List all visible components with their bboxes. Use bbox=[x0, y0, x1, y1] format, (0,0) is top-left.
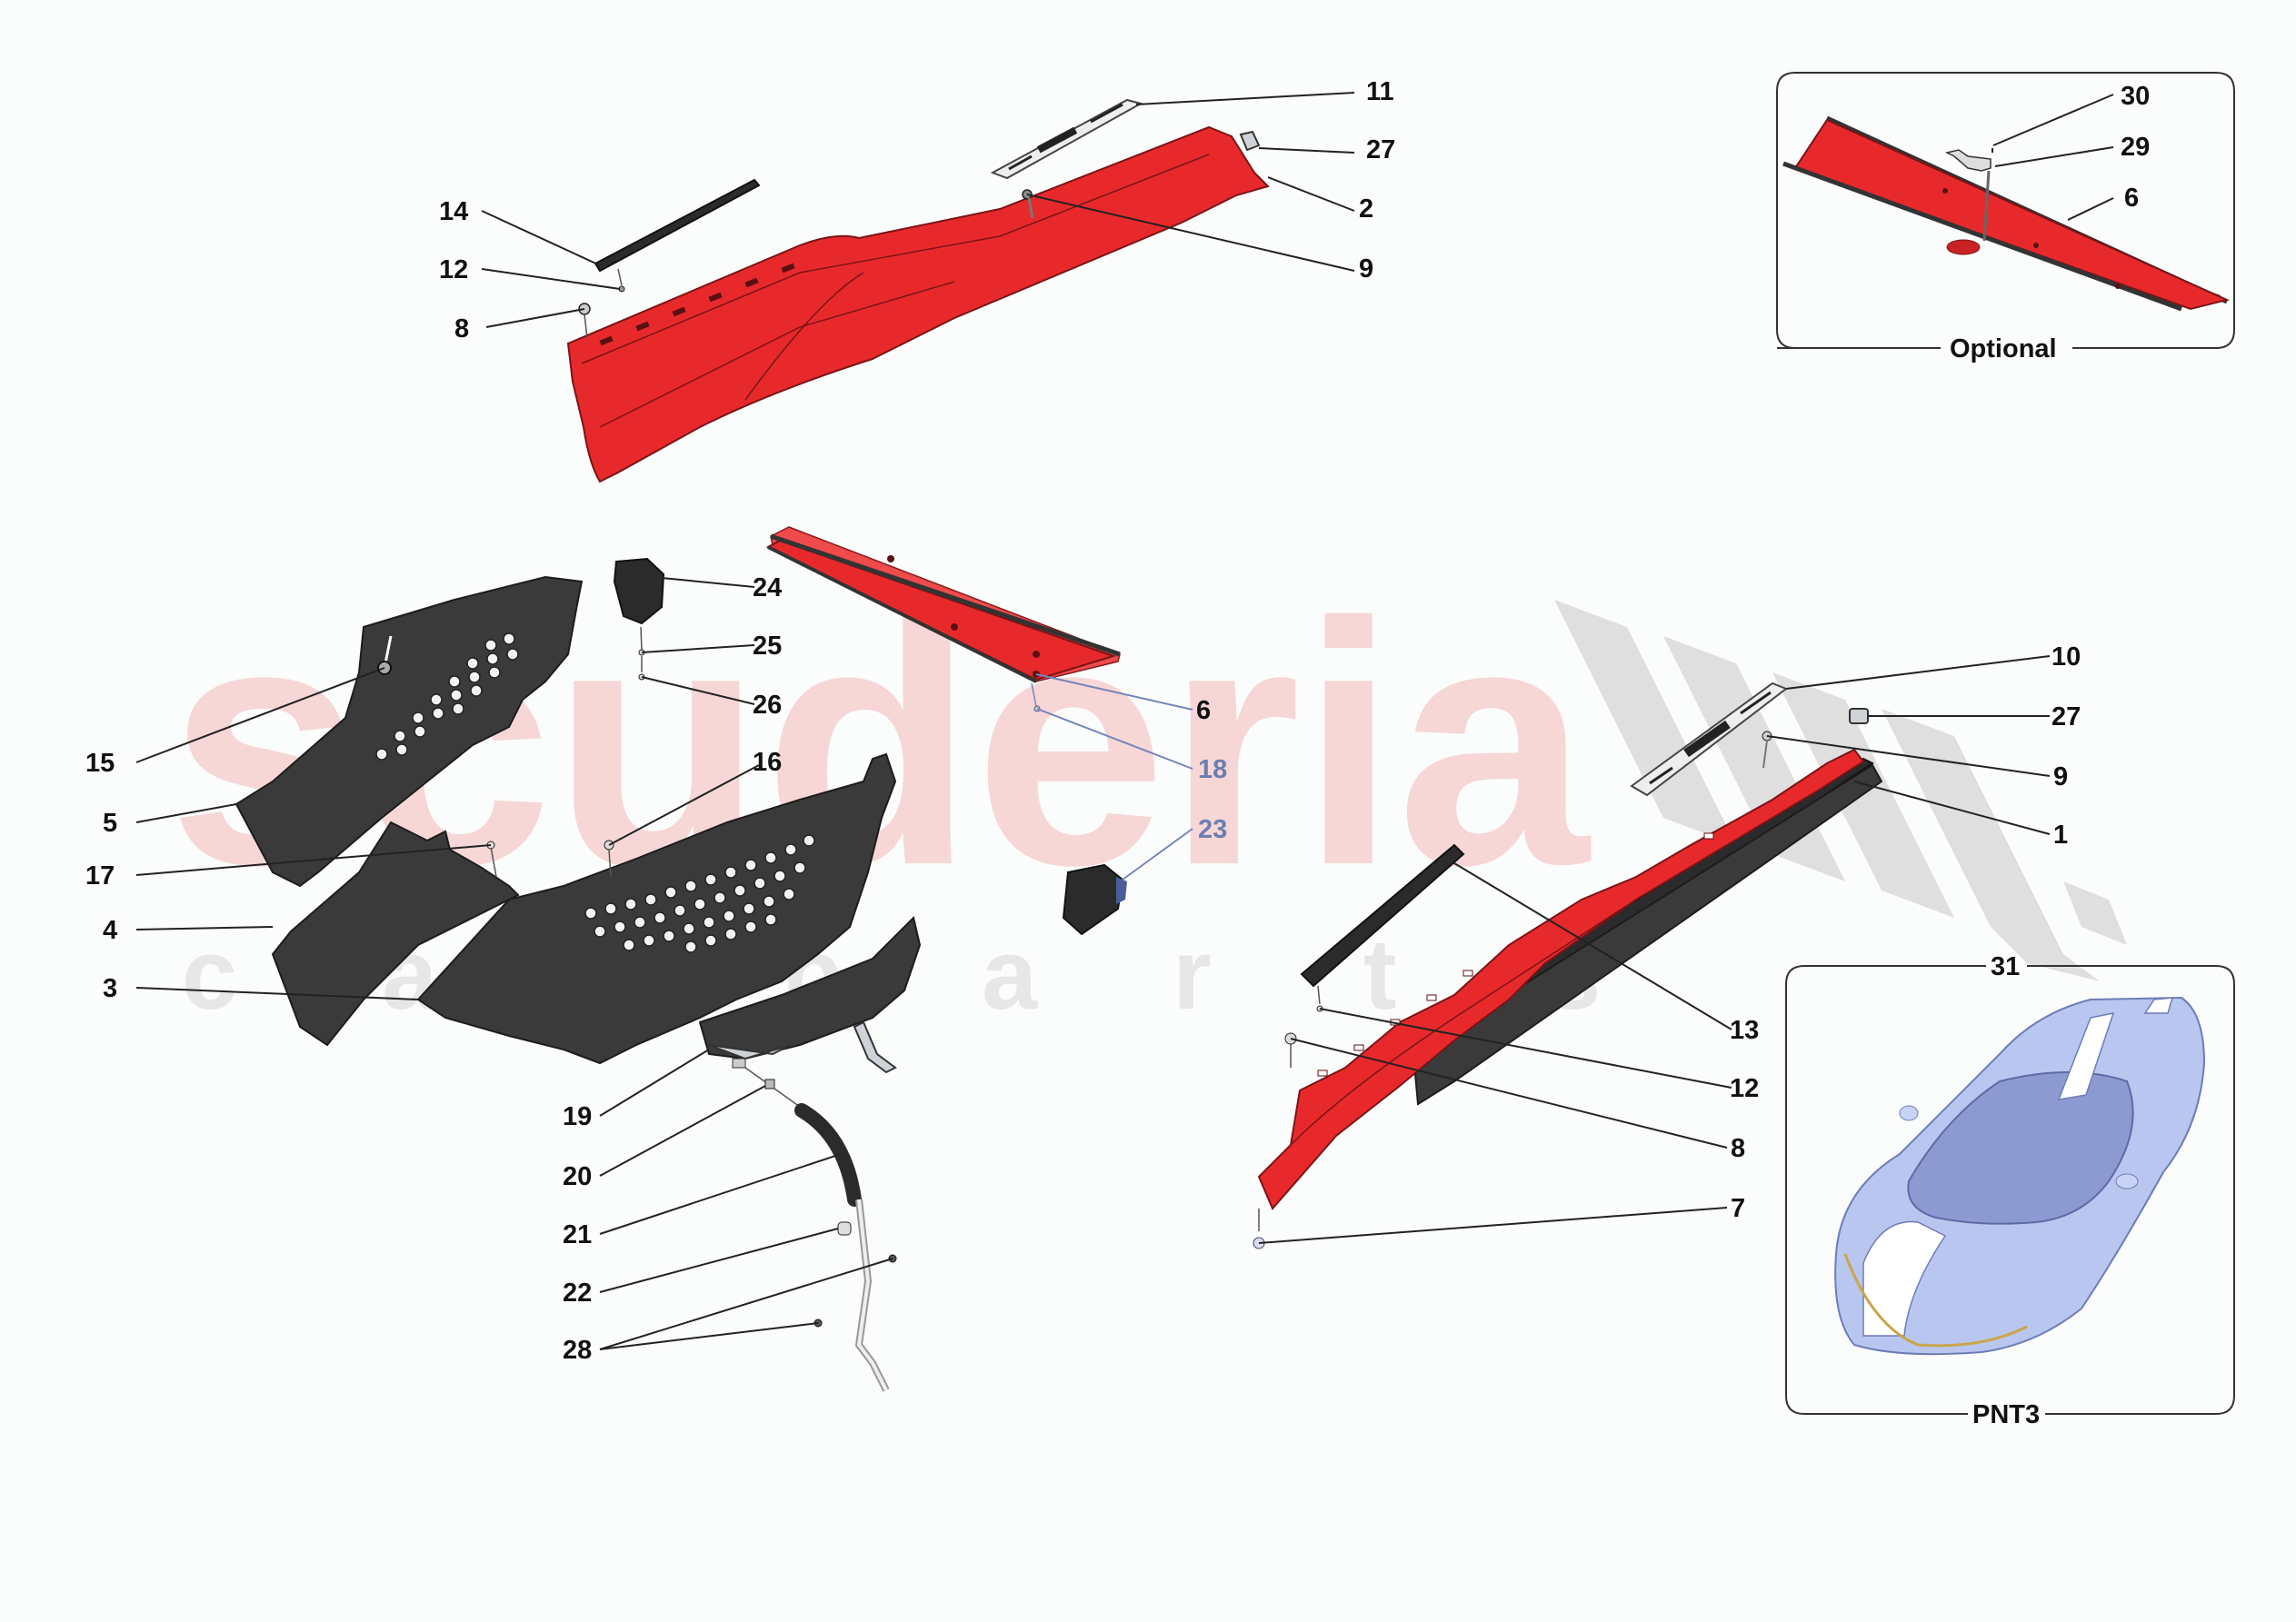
callout-2[interactable]: 2 bbox=[1359, 194, 1373, 224]
callout-25[interactable]: 25 bbox=[753, 632, 782, 661]
callout-15[interactable]: 15 bbox=[85, 749, 115, 778]
callout-24[interactable]: 24 bbox=[753, 573, 782, 602]
paint-box-bottom-label[interactable]: PNT3 bbox=[1972, 1400, 2040, 1429]
right-sill-assembly[interactable] bbox=[1253, 682, 1883, 1249]
callout-3[interactable]: 3 bbox=[103, 974, 117, 1003]
callout-27[interactable]: 27 bbox=[1366, 135, 1395, 164]
callout-labels: 11 27 2 9 14 12 8 24 25 26 6 18 23 16 15… bbox=[85, 77, 2081, 1365]
optional-box-title: Optional bbox=[1950, 334, 2057, 363]
hose-assembly[interactable] bbox=[732, 1058, 897, 1392]
undertray-panel-part-5[interactable] bbox=[235, 575, 584, 888]
callout-19[interactable]: 19 bbox=[563, 1102, 592, 1131]
callout-6-optional[interactable]: 6 bbox=[2124, 184, 2139, 213]
svg-text:r: r bbox=[1173, 919, 1212, 1030]
clip-part-27-right[interactable] bbox=[1849, 708, 1869, 724]
callout-18[interactable]: 18 bbox=[1198, 755, 1227, 784]
callout-7[interactable]: 7 bbox=[1731, 1194, 1745, 1223]
connector-part-19-end bbox=[732, 1058, 746, 1069]
callout-20[interactable]: 20 bbox=[563, 1162, 592, 1191]
optional-hinge-part-29[interactable] bbox=[1944, 149, 1992, 242]
bracket-part-22[interactable] bbox=[837, 1221, 852, 1236]
car-illustration bbox=[1834, 996, 2206, 1356]
svg-text:c: c bbox=[182, 919, 237, 1030]
bracket-part-23[interactable] bbox=[1062, 863, 1127, 936]
screw-part-12-top[interactable] bbox=[617, 268, 625, 293]
undertray-panel-part-3[interactable] bbox=[416, 752, 897, 1065]
callout-8[interactable]: 8 bbox=[454, 314, 469, 343]
callout-29[interactable]: 29 bbox=[2121, 133, 2150, 162]
plate-logo-right bbox=[1683, 720, 1731, 758]
undertray-panel-part-4[interactable] bbox=[271, 821, 520, 1047]
callout-6[interactable]: 6 bbox=[1196, 696, 1211, 725]
callout-11[interactable]: 11 bbox=[1366, 77, 1394, 106]
callout-9[interactable]: 9 bbox=[1359, 254, 1373, 284]
sill-cover-part-2[interactable] bbox=[566, 125, 1270, 483]
callout-1[interactable]: 1 bbox=[2053, 821, 2068, 850]
callout-13[interactable]: 13 bbox=[1730, 1016, 1759, 1045]
center-panel-part-6[interactable] bbox=[765, 526, 1121, 712]
callout-10[interactable]: 10 bbox=[2051, 642, 2081, 672]
callout-27-right[interactable]: 27 bbox=[2051, 702, 2081, 731]
callout-14[interactable]: 14 bbox=[439, 197, 468, 226]
sill-tabs bbox=[599, 263, 795, 346]
paint-scheme-box[interactable]: 31 PNT3 bbox=[1785, 952, 2235, 1429]
duct-part-19[interactable] bbox=[698, 916, 922, 1074]
optional-variant-box[interactable]: Optional 30 29 6 bbox=[1776, 72, 2235, 363]
vent-holes-5 bbox=[375, 632, 519, 761]
callout-17[interactable]: 17 bbox=[85, 861, 115, 891]
callout-28[interactable]: 28 bbox=[563, 1336, 592, 1365]
clamp-part-20[interactable] bbox=[764, 1079, 775, 1090]
vent-holes-3 bbox=[584, 834, 815, 953]
callout-16[interactable]: 16 bbox=[753, 748, 782, 777]
callout-23[interactable]: 23 bbox=[1198, 815, 1227, 844]
callout-8-right[interactable]: 8 bbox=[1731, 1134, 1745, 1163]
paint-box-top-label[interactable]: 31 bbox=[1991, 952, 2020, 981]
seal-strip-part-13[interactable] bbox=[1300, 843, 1465, 988]
hose-part-21[interactable] bbox=[794, 1103, 862, 1207]
plate-logo bbox=[1036, 126, 1078, 154]
screw-part-8-top[interactable] bbox=[578, 303, 591, 339]
callout-30[interactable]: 30 bbox=[2121, 82, 2150, 111]
svg-text:a: a bbox=[982, 919, 1038, 1030]
seal-strip-part-14[interactable] bbox=[594, 178, 761, 273]
callout-12[interactable]: 12 bbox=[439, 255, 468, 284]
optional-panel-part-6[interactable] bbox=[1782, 115, 2231, 312]
callout-9-right[interactable]: 9 bbox=[2053, 762, 2068, 791]
leader-lines bbox=[135, 92, 2051, 1350]
callout-26[interactable]: 26 bbox=[753, 691, 782, 720]
top-sill-assembly[interactable] bbox=[566, 98, 1270, 483]
callout-5[interactable]: 5 bbox=[103, 809, 117, 838]
callout-12-right[interactable]: 12 bbox=[1730, 1074, 1759, 1103]
clip-part-27-top[interactable] bbox=[1239, 130, 1261, 152]
callout-4[interactable]: 4 bbox=[103, 916, 117, 945]
sill-cover-part-1[interactable] bbox=[1257, 748, 1865, 1210]
callout-21[interactable]: 21 bbox=[563, 1220, 592, 1249]
callout-22[interactable]: 22 bbox=[563, 1279, 592, 1308]
